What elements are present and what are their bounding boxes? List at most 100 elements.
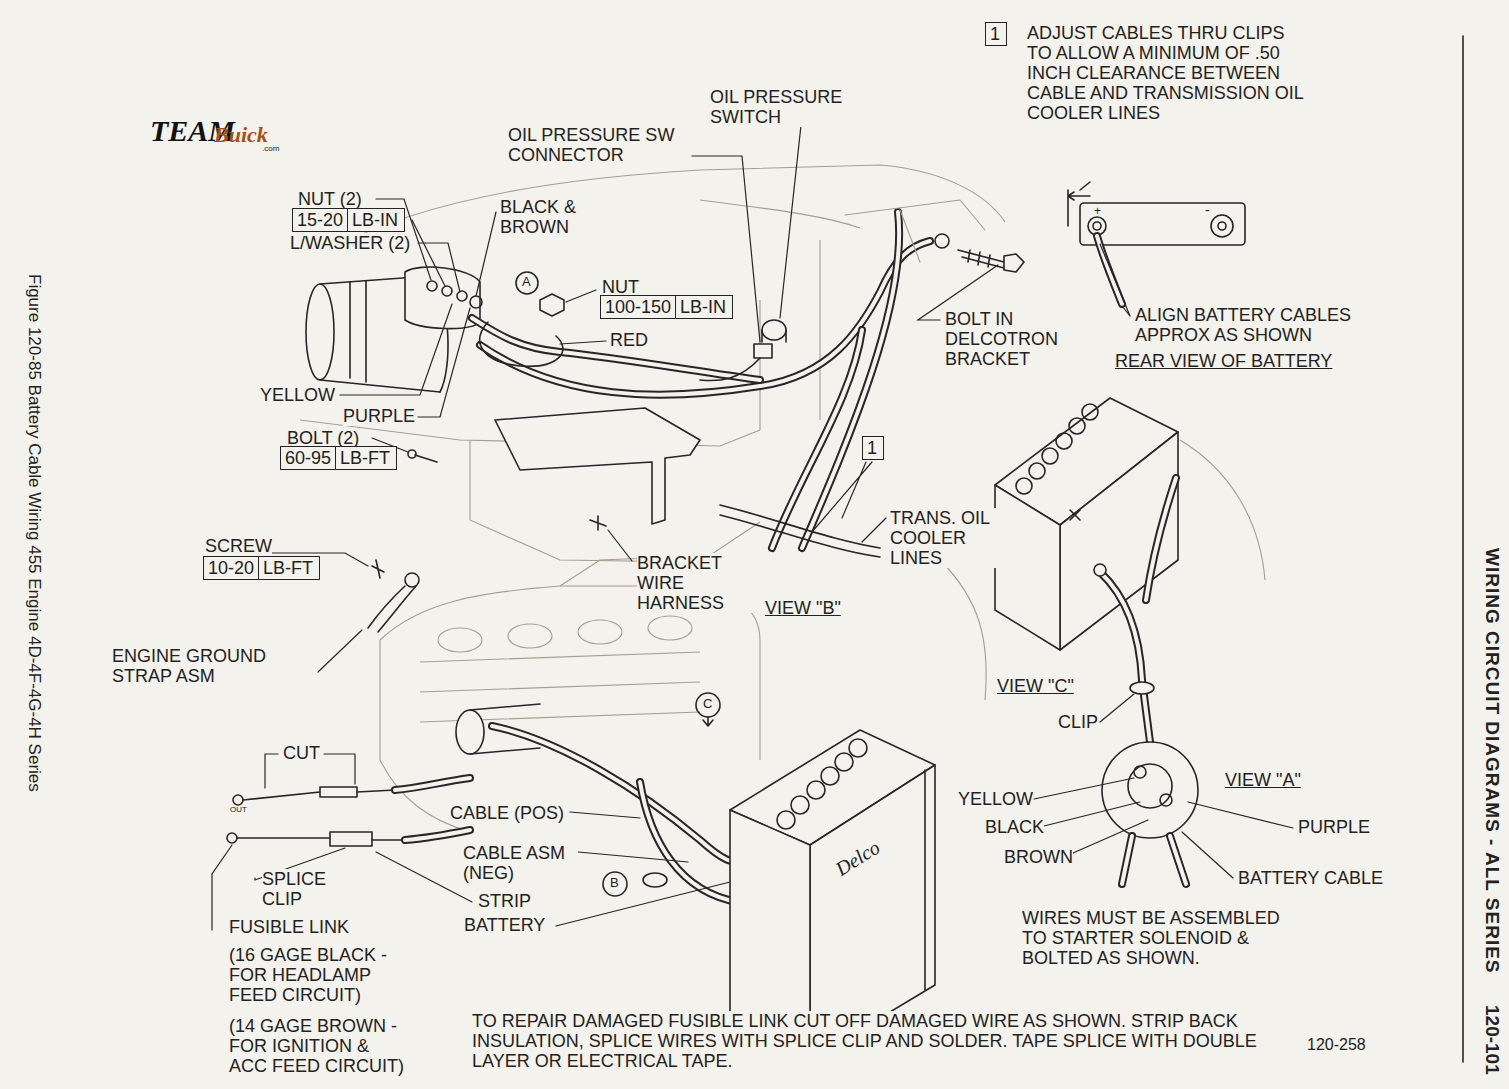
part-label: BATTERY CABLE xyxy=(1238,868,1383,888)
battery-cable xyxy=(802,212,899,548)
battery-view-c xyxy=(995,398,1178,742)
battery-main xyxy=(821,767,839,785)
leader-line xyxy=(1182,832,1233,878)
leader-line xyxy=(556,882,730,926)
torque-spec-box: 15-20LB-IN xyxy=(292,208,405,232)
engine-outline xyxy=(508,624,552,648)
view-title: VIEW "C" xyxy=(997,676,1074,696)
battery-main xyxy=(924,770,926,990)
oil-cooler-lines xyxy=(720,505,880,557)
logo-text: Buick xyxy=(214,123,268,147)
engine-outline xyxy=(700,200,860,228)
leader-line xyxy=(340,304,452,395)
starter-solenoid-view-a xyxy=(1128,764,1172,808)
oil-pressure-switch xyxy=(762,330,786,342)
fusible-link xyxy=(372,839,405,841)
part-label: CABLE ASM (NEG) xyxy=(463,843,578,883)
part-label: NUT (2) xyxy=(298,189,362,209)
view-marker xyxy=(696,693,720,717)
box-text: 15-20 xyxy=(293,209,347,231)
battery-rear-view xyxy=(1080,182,1090,190)
oil-pressure-switch xyxy=(762,320,786,340)
battery-main xyxy=(835,753,853,771)
view-marker: C xyxy=(703,696,712,712)
box-text: 10-20 xyxy=(204,557,258,579)
battery-cable xyxy=(935,234,949,248)
leader-line xyxy=(418,308,470,417)
leader-line xyxy=(812,462,872,532)
box-text: 1 xyxy=(863,437,881,459)
starter-motor-lower xyxy=(643,873,667,887)
note-text: ADJUST CABLES THRU CLIPS TO ALLOW A MINI… xyxy=(1027,23,1312,123)
fusible-link xyxy=(233,795,243,805)
engine-outline xyxy=(648,616,692,640)
battery-view-c xyxy=(1094,564,1106,576)
part-label: BATTERY xyxy=(464,915,545,935)
view-marker xyxy=(603,872,627,896)
part-label: CUT xyxy=(283,743,320,763)
battery-view-c xyxy=(1146,478,1176,600)
wire-color: PURPLE xyxy=(1298,817,1370,837)
note-text: WIRES MUST BE ASSEMBLED TO STARTER SOLEN… xyxy=(1022,908,1297,968)
battery-cable xyxy=(472,318,760,380)
leader-line xyxy=(376,852,472,902)
battery-view-c xyxy=(1130,682,1154,694)
battery-cable xyxy=(472,318,760,380)
starter-motor-lower xyxy=(492,726,748,862)
delcotron-bracket xyxy=(845,200,1024,272)
part-label: ENGINE GROUND STRAP ASM xyxy=(112,646,307,686)
battery-view-c xyxy=(1042,448,1058,464)
fusible-link xyxy=(227,833,237,843)
battery-view-c xyxy=(1146,478,1176,600)
page-rule xyxy=(1462,36,1464,1062)
starter-solenoid-view-a xyxy=(1122,836,1132,884)
note-text: TO REPAIR DAMAGED FUSIBLE LINK CUT OFF D… xyxy=(472,1011,1262,1071)
battery-main xyxy=(777,811,795,829)
wire-color: PURPLE xyxy=(343,406,415,426)
wire-color: BLACK & BROWN xyxy=(500,197,600,237)
leader-line xyxy=(412,220,445,286)
part-label: FUSIBLE LINK xyxy=(229,917,349,937)
battery-rear-view xyxy=(1211,215,1233,237)
oil-pressure-switch xyxy=(700,358,760,381)
delcotron-bracket xyxy=(845,200,985,262)
leader-line xyxy=(1100,694,1134,722)
fusible-link xyxy=(395,778,470,790)
view-marker: B xyxy=(610,875,619,891)
box-text: 100-150 xyxy=(601,296,675,318)
leader-line xyxy=(566,290,596,302)
fusible-link xyxy=(405,830,470,840)
engine-outline xyxy=(760,240,820,430)
starter-motor xyxy=(306,284,334,380)
fusible-link xyxy=(405,830,470,840)
battery-cable xyxy=(472,212,949,548)
view-title: VIEW "A" xyxy=(1225,770,1301,790)
battery-rear-view xyxy=(1093,222,1101,230)
leader-line xyxy=(1040,802,1140,827)
fusible-link xyxy=(243,792,320,800)
note-text: (16 GAGE BLACK - FOR HEADLAMP FEED CIRCU… xyxy=(229,945,407,1005)
part-label: OIL PRESSURE SW CONNECTOR xyxy=(508,125,690,165)
starter-motor xyxy=(442,286,452,296)
part-label: CLIP xyxy=(1058,712,1098,732)
figure-number: 120-258 xyxy=(1307,1035,1366,1055)
leader-line xyxy=(780,116,802,318)
leader-line xyxy=(1034,778,1134,799)
battery-view-c xyxy=(1060,432,1178,650)
leader-line xyxy=(1188,802,1293,828)
battery-view-c xyxy=(1029,463,1045,479)
fusible-link xyxy=(330,832,372,846)
battery-cable xyxy=(540,294,564,316)
wire-harness-bracket xyxy=(495,408,700,524)
note-text: ALIGN BATTERY CABLES APPROX AS SHOWN xyxy=(1135,305,1375,345)
starter-solenoid-view-a xyxy=(1170,836,1186,884)
wire-color: RED xyxy=(610,330,648,350)
starter-motor xyxy=(457,291,467,301)
battery-rear-view xyxy=(1218,222,1226,230)
part-label: STRIP xyxy=(478,891,531,911)
leader-line xyxy=(212,116,1293,930)
wire-harness-bracket xyxy=(408,408,700,530)
starter-motor xyxy=(350,281,366,382)
